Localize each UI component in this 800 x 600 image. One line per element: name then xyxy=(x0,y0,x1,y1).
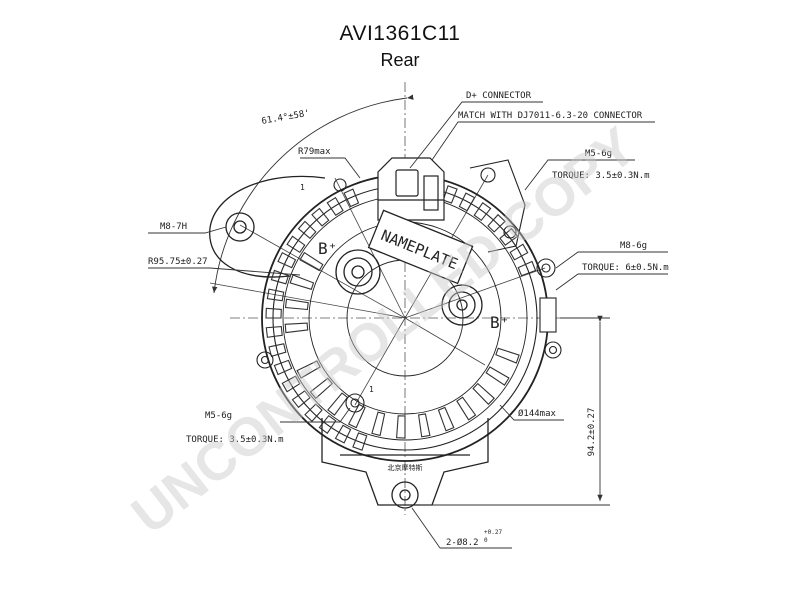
callout-m8-6g: M8-6g xyxy=(620,241,647,251)
callout-d-plus-connector: D+ CONNECTOR xyxy=(466,91,532,101)
vent-slot xyxy=(487,213,506,233)
b-plus-label-1: B⁺ xyxy=(318,239,337,258)
callout-m8-7h: M8-7H xyxy=(160,222,187,232)
callout-torque-bottom: TORQUE: 3.5±0.3N.m xyxy=(186,435,284,445)
vent-slot xyxy=(327,392,349,416)
vent-slot xyxy=(284,322,309,334)
callout-torque-top: TORQUE: 3.5±0.3N.m xyxy=(552,171,650,181)
vent-slot xyxy=(266,288,285,302)
angle-dimension-arc xyxy=(212,94,414,294)
ventilation-slots xyxy=(265,185,537,451)
hole-tol-upper: +0.27 xyxy=(484,529,502,536)
small-mark-2: 1 xyxy=(300,183,305,192)
vent-slot xyxy=(286,235,306,254)
small-mark-1: 1 xyxy=(369,385,374,394)
callout-dia144: Ø144max xyxy=(518,408,557,419)
callout-m5-top: M5-6g xyxy=(585,149,612,159)
hole-tol-lower: 0 xyxy=(484,537,488,544)
vent-slot xyxy=(417,413,431,438)
callout-r79: R79max xyxy=(298,147,331,157)
vent-slot xyxy=(396,415,406,439)
mounting-foot-bottom xyxy=(321,418,489,509)
vent-slot xyxy=(495,347,520,364)
hole-leader xyxy=(411,507,512,549)
callout-r95: R95.75±0.27 xyxy=(148,257,208,267)
vent-slot xyxy=(442,185,458,204)
vent-slot xyxy=(291,390,311,409)
vent-slot xyxy=(296,360,321,379)
vent-slot xyxy=(299,251,324,272)
vent-slot xyxy=(499,227,519,246)
callout-match-with: MATCH WITH DJ7011-6.3-20 CONNECTOR xyxy=(458,111,643,121)
vent-slot xyxy=(343,188,360,208)
vent-slot xyxy=(347,403,366,429)
vent-slot xyxy=(472,382,495,406)
vent-slot xyxy=(309,377,333,400)
callout-angle: 61.4°±58' xyxy=(261,109,311,127)
b-plus-terminal-main xyxy=(335,249,381,295)
vent-slot xyxy=(437,406,455,432)
callout-torque-right: TORQUE: 6±0.5N.m xyxy=(582,263,669,273)
dim-94: 94.2±0.27 xyxy=(587,408,597,457)
b-plus-label-2: B⁺ xyxy=(490,313,509,332)
vent-slot xyxy=(289,274,315,290)
vent-slot xyxy=(273,359,293,376)
hole-dim: 2-Ø8.2 xyxy=(446,537,479,548)
vent-slot xyxy=(268,343,287,357)
vent-slot xyxy=(334,424,352,444)
vent-slot xyxy=(304,403,323,423)
b-plus-terminal-secondary xyxy=(441,284,483,326)
dim-94-lines xyxy=(420,315,610,506)
housing-bolts xyxy=(256,178,562,413)
vent-slot xyxy=(270,269,290,285)
callout-leaders xyxy=(148,101,668,423)
vent-slot xyxy=(485,366,510,386)
vent-slot xyxy=(352,432,368,451)
vent-slot xyxy=(318,414,337,434)
mounting-ear-left xyxy=(209,175,326,278)
callout-m5-bottom: M5-6g xyxy=(205,411,232,421)
vent-slot xyxy=(277,251,297,269)
vent-slot xyxy=(326,196,344,216)
vent-slot xyxy=(265,326,283,338)
vent-slot xyxy=(456,396,477,421)
vent-slot xyxy=(371,411,386,437)
drawing-model-title: AVI1361C11 xyxy=(339,22,461,45)
vent-slot xyxy=(509,243,529,261)
d-plus-connector xyxy=(377,157,445,221)
vent-slot xyxy=(281,375,301,393)
vent-slot xyxy=(311,207,330,227)
drawing-view-subtitle: Rear xyxy=(380,50,420,70)
vent-slot xyxy=(458,192,476,212)
vent-slot xyxy=(517,260,537,277)
vent-slot xyxy=(473,202,492,222)
vent-slot xyxy=(284,298,309,311)
vent-slot xyxy=(265,307,282,319)
vent-slot xyxy=(297,220,317,240)
foot-label: 北京摩特斯 xyxy=(388,463,423,472)
rectifier-bracket xyxy=(469,159,557,333)
